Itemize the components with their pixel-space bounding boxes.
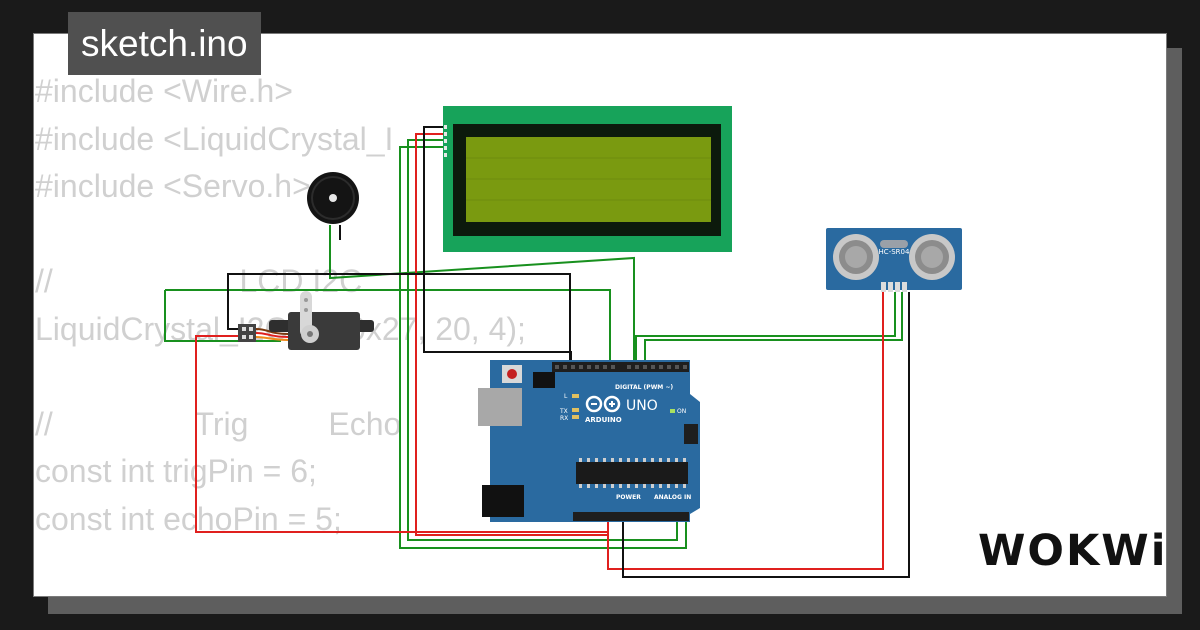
power-label: POWER: [616, 494, 641, 501]
wire-lcd-sda: [407, 139, 678, 541]
icsp-header-top: [533, 372, 555, 388]
wire-green-pin: [165, 289, 611, 368]
tx-label: TX: [559, 408, 568, 415]
wire-servo-gnd: [227, 273, 571, 368]
l-led-label: L: [564, 393, 568, 400]
servo-connector: [238, 324, 256, 342]
uno-label: UNO: [626, 398, 658, 414]
ultrasonic-sensor[interactable]: HC-SR04: [826, 228, 962, 292]
lcd-char-grid: [466, 157, 711, 201]
on-label: ON: [677, 408, 686, 415]
lcd-pins: [444, 125, 447, 157]
arduino-label: ARDUINO: [585, 416, 622, 424]
wire-sensor-vcc: [607, 292, 884, 570]
analog-label: ANALOG IN: [654, 494, 691, 501]
code-line: // Trig Echo: [35, 405, 402, 442]
sensor-pins: [881, 282, 907, 292]
icsp-header-right: [684, 424, 698, 444]
code-background: #include <Wire.h> #include <LiquidCrystal…: [35, 68, 526, 543]
buzzer-hole: [329, 194, 337, 202]
usb-port: [478, 388, 522, 426]
power-jack: [482, 485, 524, 517]
window-title: sketch.ino: [68, 12, 261, 75]
sensor-crystal: [880, 240, 908, 248]
buzzer[interactable]: [307, 172, 359, 224]
lcd-display[interactable]: [443, 106, 732, 252]
arduino-logo-icon: [585, 395, 621, 413]
code-line: const int trigPin = 6;: [35, 453, 317, 489]
code-line: const int echoPin = 5;: [35, 500, 342, 537]
wires: [164, 126, 910, 578]
power-analog-header: [573, 512, 689, 521]
servo-body: [288, 312, 360, 350]
wire-echo: [644, 292, 903, 368]
digital-label: DIGITAL (PWM ~): [615, 384, 673, 391]
servo-motor[interactable]: [238, 291, 374, 350]
wokwi-logo: WOKWi: [978, 526, 1168, 576]
wire-buzzer: [329, 225, 635, 368]
code-line: #include <Servo.h>: [35, 168, 311, 204]
sensor-label: HC-SR04: [879, 248, 910, 256]
microcontroller-chip: [576, 462, 688, 484]
wire-trig: [635, 292, 896, 368]
arduino-uno[interactable]: DIGITAL (PWM ~) L TX RX UNO ARDUINO ON P…: [478, 360, 700, 522]
rx-label: RX: [560, 415, 568, 422]
wire-sensor-gnd: [622, 292, 910, 578]
code-line: // LCD I2C: [35, 263, 363, 299]
wire-servo-power: [195, 335, 608, 533]
code-line: #include <Wire.h>: [35, 73, 293, 109]
code-line: #include <LiquidCrystal_I: [35, 120, 394, 157]
digital-header: [552, 362, 689, 372]
